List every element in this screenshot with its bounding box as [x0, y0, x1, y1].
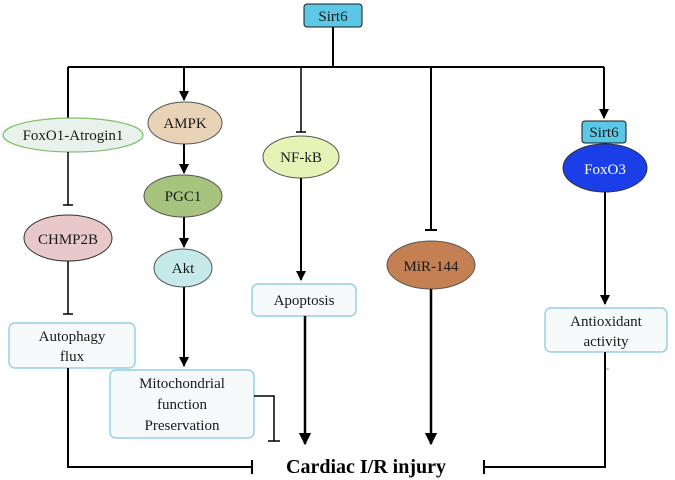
foxo3-node: FoxO3 — [562, 143, 648, 193]
top-sirt6-node: Sirt6 — [303, 3, 363, 28]
mito-label-line3: Preservation — [145, 418, 220, 434]
autophagy-label-line1: Autophagy — [39, 329, 106, 345]
autophagy-flux-box: Autophagy flux — [8, 322, 136, 369]
akt-node: Akt — [153, 248, 213, 288]
akt-label: Akt — [172, 261, 195, 277]
ampk-node: AMPK — [147, 101, 223, 145]
apoptosis-label: Apoptosis — [274, 293, 335, 309]
mito-label-line2: function — [157, 397, 207, 413]
antioxidant-label-line1: Antioxidant — [570, 314, 642, 330]
autophagy-to-outcome-line — [67, 368, 252, 468]
mir144-node: MiR-144 — [386, 240, 476, 290]
ampk-label: AMPK — [163, 116, 207, 132]
top-sirt6-label: Sirt6 — [318, 9, 348, 25]
nfkb-label: NF-kB — [280, 150, 322, 166]
foxo1-atrogin1-label: FoxO1-Atrogin1 — [23, 128, 124, 144]
sirt6-small-node: Sirt6 — [581, 120, 627, 144]
antioxidant-to-outcome-line — [484, 352, 606, 468]
antioxidant-activity-box: Antioxidant activity — [544, 307, 668, 353]
mir144-label: MiR-144 — [403, 259, 459, 275]
mito-label-line1: Mitochondrial — [139, 376, 225, 392]
pgc1-node: PGC1 — [143, 174, 223, 218]
apoptosis-box: Apoptosis — [251, 283, 357, 317]
foxo1-atrogin1-node: FoxO1-Atrogin1 — [2, 117, 144, 153]
mitochondrial-function-box: Mitochondrial function Preservation — [109, 369, 255, 439]
pgc1-label: PGC1 — [165, 189, 202, 205]
mitochondrial-inhibit-line — [254, 395, 275, 441]
antioxidant-label-line2: activity — [584, 334, 629, 350]
autophagy-label-line2: flux — [60, 349, 85, 365]
chmp2b-label: CHMP2B — [38, 232, 98, 248]
chmp2b-node: CHMP2B — [23, 214, 113, 262]
cardiac-ir-injury-label: Cardiac I/R injury — [286, 456, 446, 478]
sirt6-small-label: Sirt6 — [589, 125, 619, 141]
foxo3-label: FoxO3 — [584, 162, 626, 178]
nfkb-node: NF-kB — [262, 135, 340, 179]
